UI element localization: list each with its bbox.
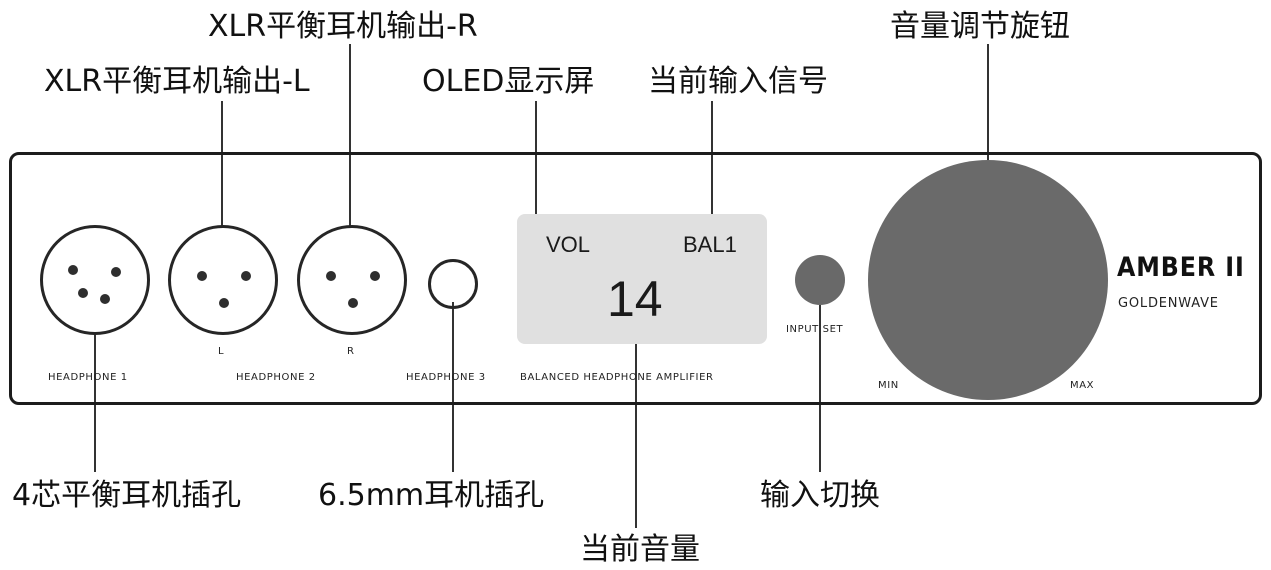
label-r: R [347, 346, 355, 357]
label-max: MAX [1070, 380, 1095, 391]
callout-volume-knob: 音量调节旋钮 [890, 9, 1070, 44]
pin [370, 271, 380, 281]
pin [241, 271, 251, 281]
xlr-socket-l[interactable] [168, 225, 278, 335]
oled-input-name: BAL1 [683, 232, 737, 257]
label-headphone-1: HEADPHONE 1 [48, 372, 128, 383]
volume-knob[interactable] [868, 160, 1108, 400]
callout-input-signal: 当前输入信号 [648, 64, 828, 99]
brand-logo: AMBER II [1117, 252, 1245, 283]
label-min: MIN [878, 380, 899, 391]
label-headphone-3: HEADPHONE 3 [406, 372, 486, 383]
label-l: L [218, 346, 225, 357]
xlr-socket-r[interactable] [297, 225, 407, 335]
four-pin-xlr-socket[interactable] [40, 225, 150, 335]
pin [219, 298, 229, 308]
pin [197, 271, 207, 281]
pin [348, 298, 358, 308]
pin [78, 288, 88, 298]
callout-xlr-output-l: XLR平衡耳机输出-L [44, 64, 310, 99]
callout-input-switch: 输入切换 [760, 478, 880, 513]
pin [68, 265, 78, 275]
pin [100, 294, 110, 304]
label-headphone-2: HEADPHONE 2 [236, 372, 316, 383]
jack-6-5mm-socket[interactable] [428, 259, 478, 309]
oled-vol-label: VOL [546, 232, 591, 257]
callout-four-pin-socket: 4芯平衡耳机插孔 [12, 478, 242, 513]
callout-jack-6-5mm: 6.5mm耳机插孔 [318, 478, 545, 513]
oled-display: VOL BAL1 14 [517, 214, 767, 344]
pin [326, 271, 336, 281]
oled-volume-value: 14 [607, 271, 663, 327]
front-panel [9, 152, 1262, 405]
label-input-set: INPUT SET [786, 324, 844, 335]
callout-xlr-output-r: XLR平衡耳机输出-R [208, 9, 478, 44]
input-set-button[interactable] [795, 255, 845, 305]
pin [111, 267, 121, 277]
callout-current-volume: 当前音量 [580, 532, 700, 567]
sub-brand-label: GOLDENWAVE [1118, 296, 1219, 311]
label-amplifier: BALANCED HEADPHONE AMPLIFIER [520, 372, 714, 383]
callout-oled-display: OLED显示屏 [422, 64, 595, 99]
